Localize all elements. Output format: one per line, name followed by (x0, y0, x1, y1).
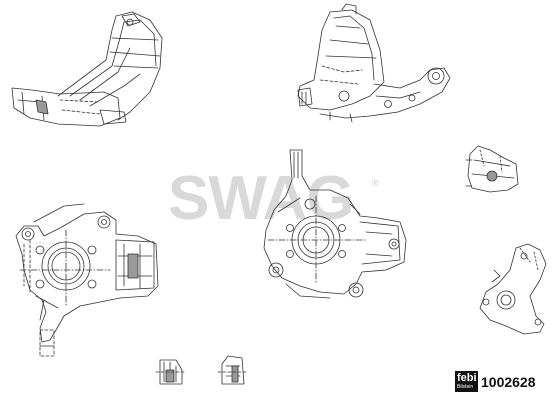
detail-view-right (465, 145, 519, 193)
febi-logo-text: febi (457, 372, 477, 384)
registered-mark: ® (372, 178, 379, 188)
detail-knuckle-right (479, 243, 547, 335)
part-number: 1002628 (481, 374, 536, 390)
knuckle-side-view-top-left (11, 11, 163, 127)
knuckle-front-view-top (297, 3, 451, 123)
swag-watermark: SWAG (168, 164, 354, 233)
febi-logo: febi Bilstein (455, 371, 478, 392)
knuckle-hub-view-left (15, 203, 159, 357)
febi-logo-subtext: Bilstein (457, 384, 474, 390)
knuckle-front-view-center (263, 149, 407, 299)
section-views-bottom (155, 355, 249, 385)
